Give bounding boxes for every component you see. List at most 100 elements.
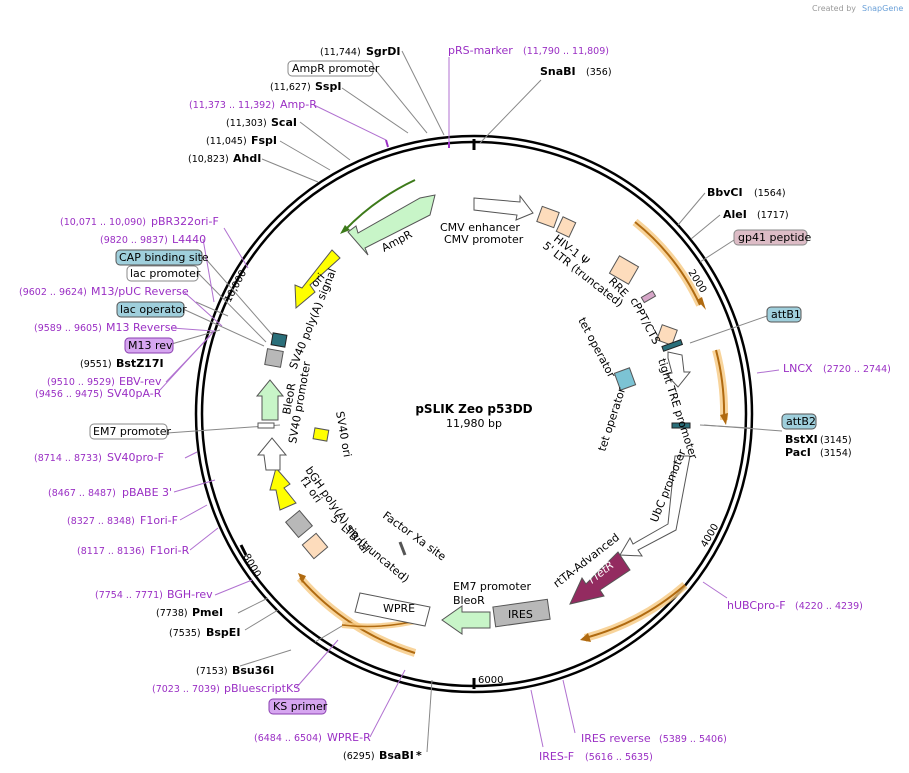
attb2-feature[interactable] — [671, 422, 691, 429]
site-bbvci[interactable]: BbvCI — [707, 186, 743, 199]
primer-pbabe3[interactable]: pBABE 3' — [122, 486, 172, 499]
primer-pbluescriptks[interactable]: pBluescriptKS — [224, 682, 300, 695]
cmv-promoter-label: CMV promoter — [444, 233, 524, 246]
cap-binding-label: CAP binding site — [119, 251, 209, 264]
credit-prefix: Created by — [812, 4, 856, 13]
primer-ebv-rev[interactable]: EBV-rev — [119, 375, 162, 388]
primer-hubcpro-f[interactable]: hUBCpro-F — [727, 599, 786, 612]
tet-operator-feature[interactable] — [613, 367, 637, 391]
site-paci-pos: (3154) — [820, 448, 852, 459]
primer-ires-reverse-pos: (5389 .. 5406) — [659, 734, 727, 745]
primer-f1ori-r[interactable]: F1ori-R — [150, 544, 190, 557]
em7-promoter-box[interactable] — [89, 423, 168, 440]
site-snabi[interactable]: SnaBI — [540, 65, 576, 78]
m13-rev-box[interactable] — [124, 337, 174, 354]
site-sgrdi[interactable]: SgrDI — [366, 45, 400, 58]
attb1-box[interactable] — [766, 306, 802, 323]
primer-hubcpro-f-pos: (4220 .. 4239) — [795, 601, 863, 612]
primer-m13puc-reverse[interactable]: M13/pUC Reverse — [91, 285, 189, 298]
primer-lncx-pos: (2720 .. 2744) — [823, 364, 891, 375]
site-bspei[interactable]: BspEI — [206, 626, 240, 639]
hiv-psi-box[interactable] — [555, 216, 577, 238]
site-bbvci-pos: (1564) — [754, 188, 786, 199]
bleor-feature-1[interactable] — [441, 605, 491, 635]
amp-r-mark — [385, 139, 389, 148]
site-bsabi-pos: (6295) — [343, 751, 375, 762]
site-ahdi[interactable]: AhdI — [233, 152, 261, 165]
lac-region-feature[interactable] — [270, 332, 288, 348]
primer-ires-reverse[interactable]: IRES reverse — [581, 732, 651, 745]
lac-operator-box[interactable] — [116, 301, 185, 318]
site-pmei-pos: (7738) — [156, 608, 188, 619]
rtta-feature[interactable] — [569, 551, 631, 605]
lac-operator-label: lac operator — [120, 303, 187, 316]
features — [255, 139, 692, 635]
site-bstz17i[interactable]: BstZ17I — [116, 357, 164, 370]
em7-promoter-label: EM7 promoter — [93, 425, 171, 438]
gp41-feature[interactable] — [640, 290, 657, 304]
primer-sv40pro-f[interactable]: SV40pro-F — [107, 451, 164, 464]
f1ori-feature[interactable] — [269, 466, 297, 511]
cap-binding-box[interactable] — [115, 249, 203, 266]
ampr-promoter-box[interactable] — [287, 60, 374, 77]
primer-amp-r[interactable]: Amp-R — [280, 98, 317, 111]
ires-feature[interactable] — [492, 598, 551, 628]
primer-l4440[interactable]: L4440 — [172, 233, 206, 246]
sv40prom-feature[interactable] — [256, 437, 288, 471]
ampr-promoter-label: AmpR promoter — [292, 62, 380, 75]
ltr5-bottom-box[interactable] — [301, 532, 329, 560]
site-pmei[interactable]: PmeI — [192, 606, 223, 619]
attb2-box[interactable] — [781, 413, 817, 430]
site-fspi[interactable]: FspI — [251, 134, 277, 147]
primer-sv40pa-r[interactable]: SV40pA-R — [107, 387, 162, 400]
primer-ires-f[interactable]: IRES-F — [539, 750, 574, 763]
site-scai[interactable]: ScaI — [271, 116, 297, 129]
site-bsabi-flag: * — [416, 749, 422, 762]
tick-8000: 8000 — [240, 552, 262, 580]
wpre-feature[interactable] — [354, 592, 431, 627]
attb1-feature[interactable] — [661, 339, 684, 352]
primer-m13-reverse[interactable]: M13 Reverse — [106, 321, 177, 334]
site-paci[interactable]: PacI — [785, 446, 811, 459]
site-alei[interactable]: AleI — [723, 208, 747, 221]
attb1-label: attB1 — [771, 308, 801, 321]
site-bsabi[interactable]: BsaBI — [379, 749, 414, 762]
site-scai-pos: (11,303) — [226, 118, 267, 129]
gp41-box[interactable] — [733, 229, 808, 246]
bgh-box[interactable] — [284, 509, 314, 539]
cppt-box[interactable] — [656, 324, 678, 346]
primer-f1ori-f[interactable]: F1ori-F — [140, 514, 178, 527]
tight-tre-feature[interactable] — [665, 351, 692, 388]
primer-l4440-pos: (9820 .. 9837) — [100, 235, 168, 246]
ltr5-box[interactable] — [536, 205, 560, 229]
bleor-label-1: BleoR — [453, 594, 485, 607]
ks-primer-label: KS primer — [273, 700, 328, 713]
plasmid-name: pSLIK Zeo p53DD — [415, 402, 532, 416]
primer-prs-marker[interactable]: pRS-marker — [448, 44, 513, 57]
cmv-feature[interactable] — [473, 194, 534, 221]
em7-feature[interactable] — [257, 422, 275, 429]
sv40polya-box[interactable] — [264, 348, 284, 368]
ampr-feature[interactable] — [347, 194, 436, 256]
ks-primer-box[interactable] — [268, 698, 327, 715]
lac-promoter-box[interactable] — [126, 265, 199, 282]
ubc-feature[interactable] — [619, 455, 691, 557]
ori-feature[interactable] — [294, 249, 341, 310]
factor-xa-label: Factor Xa site — [380, 509, 448, 564]
factor-xa-feature[interactable] — [398, 541, 407, 556]
rre-box[interactable] — [608, 255, 640, 285]
primer-lncx[interactable]: LNCX — [783, 362, 813, 375]
primer-pbr322ori-f[interactable]: pBR322ori-F — [151, 215, 219, 228]
site-bstxi[interactable]: BstXI — [785, 433, 818, 446]
primer-m13-reverse-pos: (9589 .. 9605) — [34, 323, 102, 334]
site-bsu36i[interactable]: Bsu36I — [232, 664, 274, 677]
bleor-feature-2[interactable] — [255, 379, 285, 421]
primer-arcs — [296, 179, 729, 657]
site-sspi[interactable]: SspI — [315, 80, 341, 93]
sv40ori-feature[interactable] — [312, 427, 330, 442]
site-bstxi-pos: (3145) — [820, 435, 852, 446]
plasmid-size: 11,980 bp — [446, 417, 502, 430]
primer-bgh-rev[interactable]: BGH-rev — [167, 588, 213, 601]
primer-wpre-r[interactable]: WPRE-R — [327, 731, 371, 744]
